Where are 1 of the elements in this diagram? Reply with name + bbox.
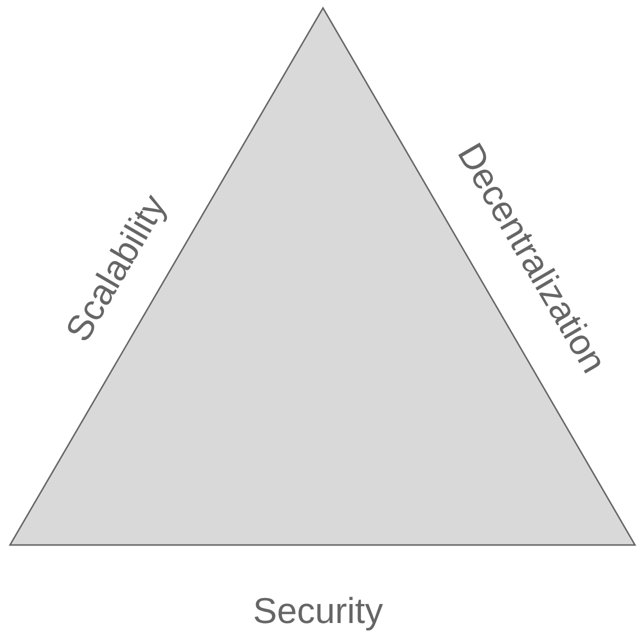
side-label: Security — [252, 593, 384, 629]
